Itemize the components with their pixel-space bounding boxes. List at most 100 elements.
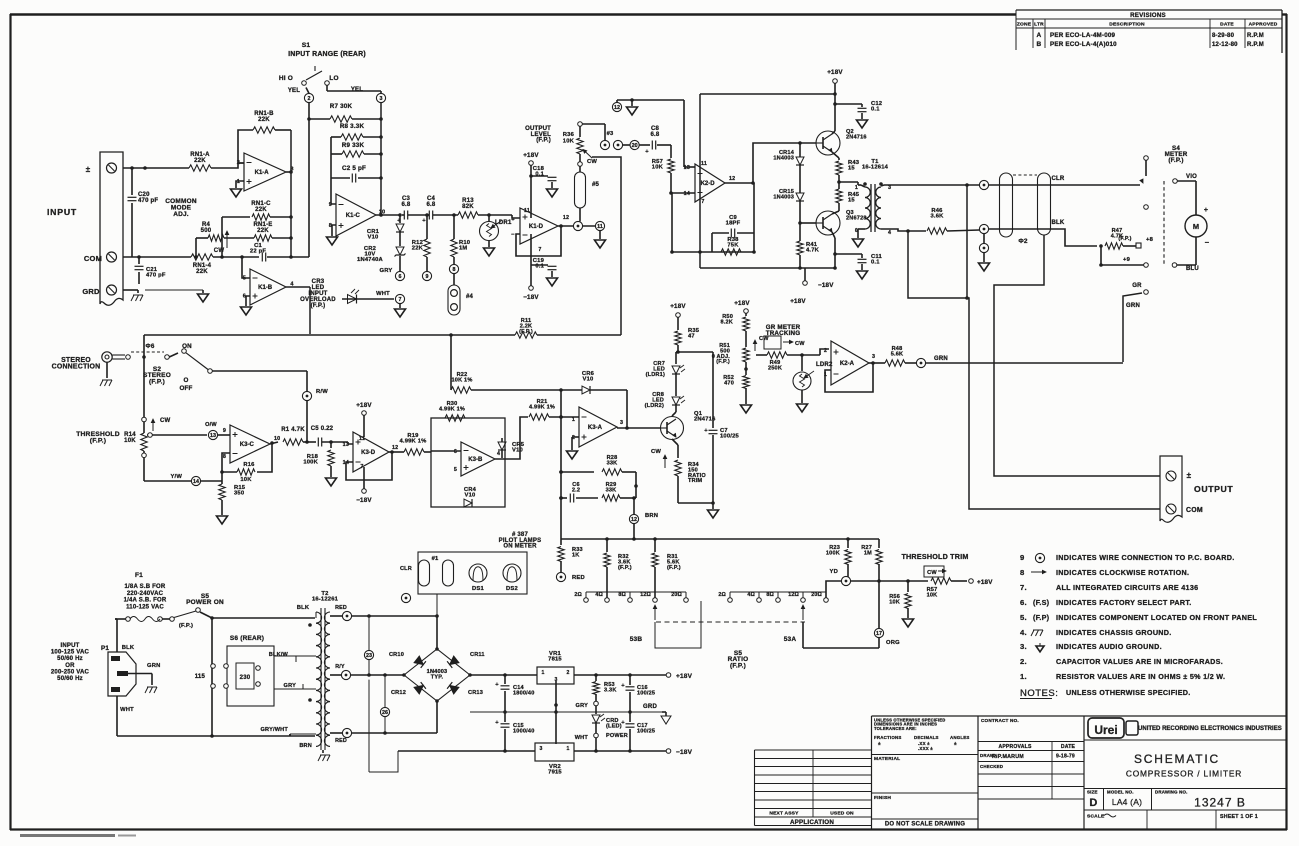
svg-text:C16: C16 [637,685,648,691]
svg-text:DATE: DATE [1061,744,1076,750]
svg-text:4: 4 [290,282,294,288]
svg-text:82K: 82K [462,204,474,210]
svg-text:3: 3 [380,96,383,102]
svg-text:2N4716: 2N4716 [694,417,716,423]
svg-text:8.2K: 8.2K [720,319,733,325]
svg-text:R34: R34 [688,462,700,468]
svg-text:.XXX ±: .XXX ± [918,746,933,751]
svg-text:CW: CW [795,341,805,347]
svg-text:7.: 7. [1020,583,1027,592]
svg-text:A: A [1037,32,1042,39]
svg-text:1: 1 [541,670,544,676]
svg-text:S4: S4 [1172,145,1180,152]
svg-text:6: 6 [399,274,402,280]
svg-text:47: 47 [688,334,695,340]
svg-text:T2: T2 [321,591,328,597]
svg-text:100/25: 100/25 [637,690,655,696]
svg-text:(F.S): (F.S) [1033,598,1050,607]
svg-text:10: 10 [379,210,386,216]
svg-text:+: + [495,682,499,688]
svg-text:LEVEL: LEVEL [531,132,552,138]
svg-text:CR12: CR12 [391,690,406,696]
svg-text:R9 33K: R9 33K [342,142,365,149]
svg-text:4.99K 1%: 4.99K 1% [399,439,426,445]
svg-text:12: 12 [563,215,569,221]
svg-text:11: 11 [524,208,530,214]
svg-text:R11: R11 [521,318,532,324]
svg-text:C6: C6 [572,482,580,488]
svg-text:22K: 22K [194,158,206,164]
svg-text:COM: COM [84,254,102,263]
svg-text:+: + [1204,207,1208,214]
svg-text:BLK: BLK [297,605,310,611]
svg-text:R29: R29 [606,482,617,488]
svg-text:20: 20 [632,143,638,149]
svg-text:470 pF: 470 pF [146,273,166,279]
svg-text:# 387: # 387 [512,532,529,538]
svg-text:CRD: CRD [606,718,619,724]
svg-text:26: 26 [382,710,388,716]
svg-text:R35: R35 [688,328,700,334]
svg-text:S1: S1 [302,42,311,49]
svg-text:ZONE: ZONE [1017,22,1032,28]
svg-text:(F.P.): (F.P.) [1118,236,1131,242]
svg-text:RN1-A: RN1-A [190,152,210,158]
svg-text:10K: 10K [927,592,938,598]
svg-text:100/25: 100/25 [720,434,740,440]
svg-text:6.8: 6.8 [651,132,660,138]
svg-text:D: D [1089,797,1097,809]
svg-text:+18V: +18V [523,152,539,159]
svg-text:2Ω: 2Ω [574,592,582,598]
svg-text:VR2: VR2 [549,764,561,770]
svg-text:10K: 10K [889,599,900,605]
svg-text:REVISIONS: REVISIONS [1130,12,1166,19]
svg-text:R41: R41 [806,242,818,248]
svg-text:R27: R27 [861,545,872,551]
svg-text:+: + [511,217,515,223]
svg-text:R36: R36 [563,132,575,138]
svg-text:+: + [621,683,625,689]
svg-text:8: 8 [453,267,456,273]
svg-text:CR13: CR13 [468,690,483,696]
svg-text:5.: 5. [1020,613,1027,622]
svg-text:6: 6 [454,449,457,455]
svg-text:SCHEMATIC: SCHEMATIC [1134,752,1220,766]
svg-text:YEL: YEL [351,87,363,93]
svg-text:1.: 1. [1020,672,1027,681]
svg-text:STEREO: STEREO [61,357,91,364]
svg-text:TRACKING: TRACKING [766,330,801,337]
svg-text:WHT: WHT [575,735,589,741]
svg-text:7915: 7915 [548,770,562,776]
svg-text:S2: S2 [153,366,162,373]
svg-text:3: 3 [554,677,557,683]
svg-text:22K: 22K [196,269,208,275]
svg-text:17: 17 [876,631,882,637]
svg-text:CR10: CR10 [389,652,404,658]
svg-text:#3: #3 [607,131,614,137]
svg-text:10K: 10K [652,165,664,171]
svg-text:UNITED RECORDING ELECTRONICS I: UNITED RECORDING ELECTRONICS INDUSTRIES [1138,726,1282,732]
svg-text:(F.P.): (F.P.) [730,662,746,669]
svg-text:FINISH: FINISH [874,795,891,801]
svg-text:1N4003: 1N4003 [427,669,448,675]
svg-text:OVERLOAD: OVERLOAD [300,297,336,303]
svg-text:COM: COM [1186,507,1203,514]
svg-text:POWER: POWER [606,733,628,739]
svg-text:R19: R19 [407,433,419,439]
svg-text:R8 3.3K: R8 3.3K [340,123,365,130]
svg-text:Q2: Q2 [846,129,854,135]
svg-text:50/60 Hz: 50/60 Hz [57,656,83,662]
svg-text:R.P.M: R.P.M [1247,42,1264,48]
svg-text:Φ2: Φ2 [1018,238,1028,245]
svg-text:CR1: CR1 [367,229,380,235]
svg-text:9: 9 [1020,553,1024,562]
svg-text:470 pF: 470 pF [138,198,158,204]
svg-text:C5 0.22: C5 0.22 [311,426,334,432]
svg-text:R51: R51 [719,343,730,349]
svg-text:LED: LED [312,285,325,291]
svg-text:APPLICATION: APPLICATION [790,819,834,826]
svg-text:INPUT: INPUT [60,643,79,649]
svg-text:3: 3 [872,354,875,360]
svg-text:INPUT: INPUT [308,291,327,297]
svg-text:DESCRIPTION: DESCRIPTION [1109,22,1145,28]
